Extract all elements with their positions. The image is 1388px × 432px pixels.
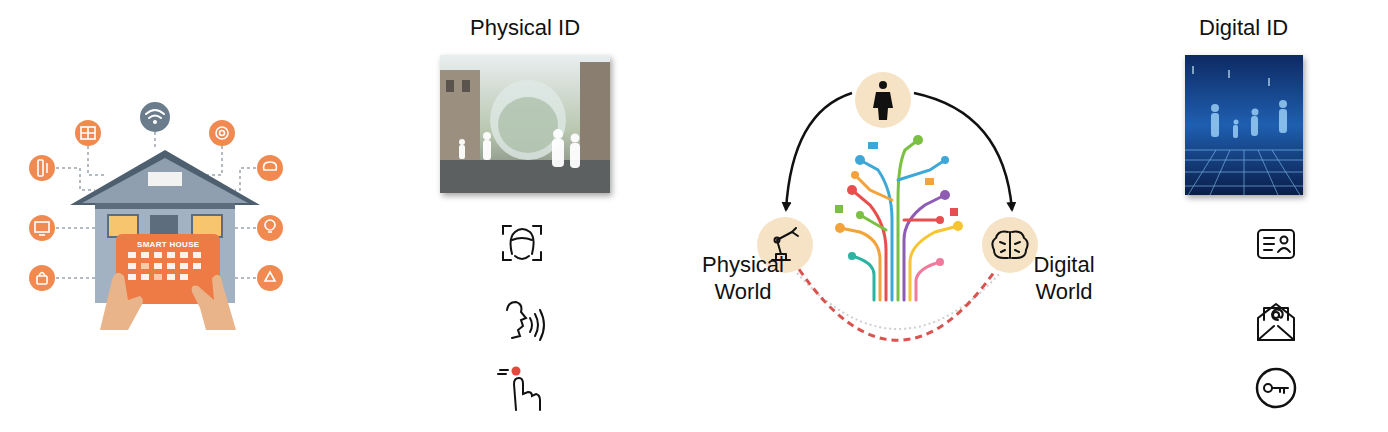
world-label: Physical World (685, 252, 801, 306)
photo-box: Physical ID (440, 55, 610, 193)
world-circle: Digital World (982, 217, 1038, 273)
world-label: Digital World (1006, 252, 1122, 306)
cyber-photo (1185, 55, 1303, 195)
smart-house (29, 102, 283, 330)
tablet-label: SMART HOUSE (137, 240, 199, 249)
id-heading: Digital ID (1199, 15, 1288, 41)
world-circle: Physical World (757, 217, 813, 273)
touch-dot (512, 367, 521, 376)
credential-icons (1257, 230, 1295, 407)
photo-box: Digital ID (1185, 55, 1303, 195)
biometric-icons (498, 226, 544, 410)
plaza-photo (440, 55, 610, 193)
center-graphic (757, 72, 1038, 329)
id-heading: Physical ID (470, 15, 580, 41)
dashed-link (799, 269, 996, 340)
